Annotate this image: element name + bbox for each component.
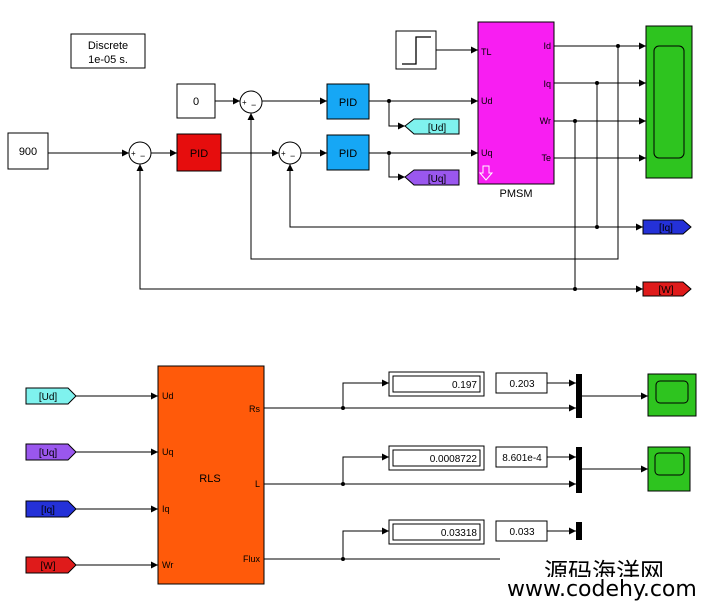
from-uq-tag[interactable]: [Uq] (25, 443, 77, 461)
id-pid-label: PID (339, 97, 357, 109)
from-w-label: [W] (41, 561, 56, 572)
pmsm-output-iq: Iq (543, 79, 551, 89)
powergui-solver-block[interactable]: Discrete 1e-05 s. (70, 33, 146, 69)
rls-block-name: RLS (199, 473, 220, 485)
l-display-value: 0.0008722 (430, 454, 478, 465)
id-reference-constant[interactable]: 0 (176, 83, 216, 119)
rls-input-wr: Wr (162, 560, 173, 570)
l-display[interactable]: 0.0008722 (388, 445, 485, 471)
from-iq-tag[interactable]: [Iq] (25, 500, 77, 518)
goto-ud-tag[interactable]: [Ud] (404, 118, 460, 135)
pmsm-output-te: Te (541, 153, 551, 163)
rls-estimator-block[interactable]: Ud Uq Iq Wr RLS Rs L Flux (157, 365, 265, 585)
flux-display[interactable]: 0.03318 (388, 519, 485, 545)
pmsm-block-name: PMSM (500, 188, 533, 200)
from-ud-label: [Ud] (39, 392, 58, 403)
goto-w-tag[interactable]: [W] (642, 281, 692, 297)
motor-scope[interactable] (645, 25, 693, 179)
l-reference-constant[interactable]: 8.601e-4 (495, 446, 548, 468)
rls-input-uq: Uq (162, 447, 174, 457)
pmsm-input-uq: Uq (481, 148, 493, 158)
rls-input-ud: Ud (162, 391, 174, 401)
rls-output-flux: Flux (243, 554, 261, 564)
svg-text:−: − (140, 151, 145, 161)
svg-text:+: + (131, 149, 136, 158)
flux-reference-constant[interactable]: 0.033 (495, 520, 548, 542)
flux-display-value: 0.03318 (441, 528, 478, 539)
l-scope[interactable] (647, 446, 691, 492)
pmsm-input-tl: TL (481, 47, 492, 57)
svg-text:−: − (251, 100, 256, 110)
rs-display-value: 0.197 (452, 380, 477, 391)
speed-reference-constant[interactable]: 900 (7, 132, 49, 170)
from-iq-label: [Iq] (41, 505, 55, 516)
svg-text:+: + (242, 98, 247, 107)
pmsm-input-ud: Ud (481, 96, 493, 106)
svg-text:−: − (290, 151, 295, 161)
rls-output-l: L (255, 479, 260, 489)
mechanical-port-icon (478, 165, 494, 181)
rs-reference-constant[interactable]: 0.203 (495, 372, 548, 394)
scope-screen-icon (654, 452, 685, 476)
svg-text:+: + (281, 149, 286, 158)
rs-scope[interactable] (647, 373, 697, 417)
l-reference-value: 8.601e-4 (502, 453, 542, 464)
rs-reference-value: 0.203 (509, 379, 534, 390)
iq-error-sum[interactable]: + − (278, 141, 302, 165)
from-ud-tag[interactable]: [Ud] (25, 387, 77, 405)
pmsm-output-id: Id (543, 41, 551, 51)
speed-error-sum[interactable]: + − (128, 141, 152, 165)
from-w-tag[interactable]: [W] (25, 556, 77, 574)
flux-reference-value: 0.033 (509, 527, 534, 538)
solver-step-label: 1e-05 s. (88, 54, 128, 66)
goto-uq-label: [Uq] (428, 174, 447, 185)
top-signal-wires (48, 42, 646, 293)
goto-w-label: [W] (659, 285, 674, 296)
goto-uq-tag[interactable]: [Uq] (404, 169, 460, 186)
id-reference-value: 0 (193, 96, 199, 108)
goto-ud-label: [Ud] (428, 123, 447, 134)
scope-screen-icon (655, 380, 689, 404)
watermark-url: www.codehy.com (503, 577, 701, 602)
pmsm-output-wr: Wr (540, 116, 551, 126)
solver-mode-label: Discrete (88, 40, 128, 52)
iq-pid-label: PID (339, 148, 357, 160)
iq-pid-controller[interactable]: PID (326, 134, 370, 171)
goto-iq-tag[interactable]: [Iq] (636, 219, 692, 235)
id-error-sum[interactable]: + − (239, 90, 263, 114)
pmsm-motor-block[interactable]: TL Ud Uq Id Iq Wr Te PMSM (477, 21, 555, 200)
rs-mux[interactable] (576, 374, 582, 418)
scope-screen-icon (653, 45, 685, 159)
load-torque-step-block[interactable] (395, 30, 437, 70)
l-mux[interactable] (576, 447, 582, 493)
speed-reference-value: 900 (19, 146, 37, 158)
bottom-signal-wires (76, 379, 648, 569)
speed-pid-label: PID (190, 148, 208, 160)
flux-mux[interactable] (576, 522, 582, 540)
rls-input-iq: Iq (162, 504, 170, 514)
step-icon (402, 36, 431, 65)
id-pid-controller[interactable]: PID (326, 83, 370, 120)
from-uq-label: [Uq] (39, 448, 58, 459)
goto-iq-label: [Iq] (659, 223, 673, 234)
rs-display[interactable]: 0.197 (388, 371, 485, 397)
rls-output-rs: Rs (249, 404, 260, 414)
speed-pid-controller[interactable]: PID (176, 133, 222, 172)
